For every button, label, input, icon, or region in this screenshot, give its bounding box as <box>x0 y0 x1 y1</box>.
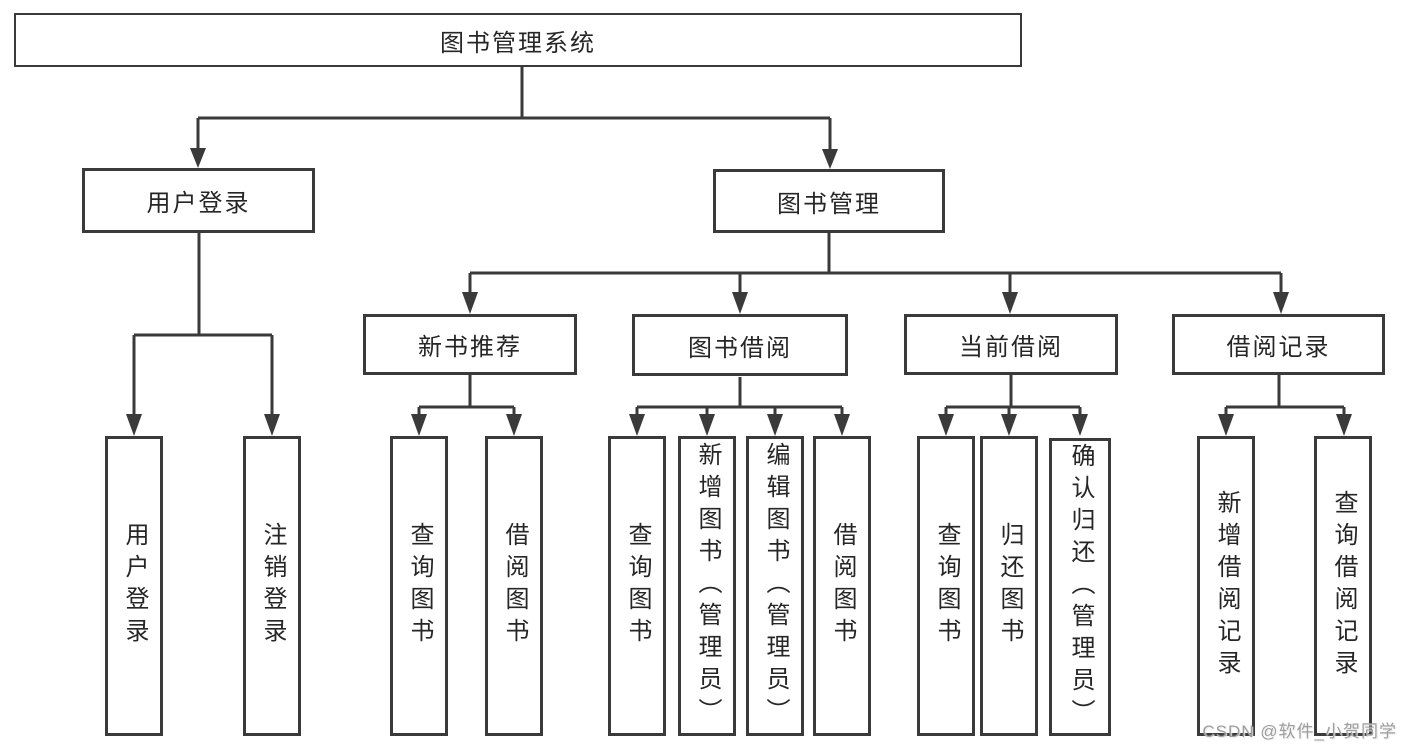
node-leaf-edit-books-admin: 编辑图书（管理员） <box>746 436 804 736</box>
node-leaf-borrow-books: 借阅图书 <box>813 436 871 736</box>
node-leaf-query-borrow-record: 查询借阅记录 <box>1314 436 1372 736</box>
node-leaf-borrow-books-recommend: 借阅图书 <box>485 436 543 736</box>
node-leaf-return-books: 归还图书 <box>980 436 1038 736</box>
node-book-management: 图书管理 <box>713 169 945 233</box>
node-leaf-query-books-current: 查询图书 <box>917 436 975 736</box>
node-leaf-add-books-admin: 新增图书（管理员） <box>678 436 736 736</box>
node-leaf-query-books-borrow: 查询图书 <box>608 436 666 736</box>
node-book-borrow: 图书借阅 <box>632 314 848 376</box>
node-current-borrow: 当前借阅 <box>904 314 1118 375</box>
watermark: CSDN @软件_小贺同学 <box>1202 722 1397 741</box>
node-user-login: 用户登录 <box>82 168 315 233</box>
node-new-book-recommend: 新书推荐 <box>363 314 577 375</box>
node-borrow-records: 借阅记录 <box>1172 314 1385 375</box>
node-leaf-user-login: 用户登录 <box>105 436 163 736</box>
node-leaf-confirm-return-admin: 确认归还（管理员） <box>1049 438 1111 736</box>
node-root: 图书管理系统 <box>14 13 1022 67</box>
node-leaf-query-books-recommend: 查询图书 <box>390 436 448 736</box>
node-leaf-logout: 注销登录 <box>243 436 301 736</box>
node-leaf-add-borrow-record: 新增借阅记录 <box>1197 436 1255 736</box>
